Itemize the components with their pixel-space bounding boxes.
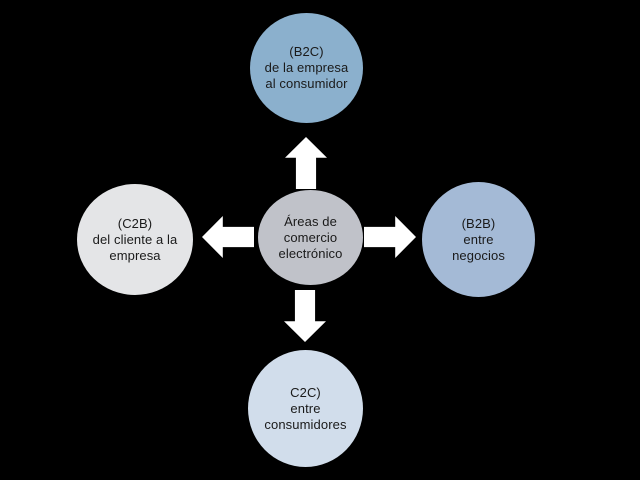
node-b2c-code: (B2C) bbox=[289, 44, 324, 59]
node-c2c-label-line2: entre bbox=[290, 400, 321, 416]
node-c2b-code: (C2B) bbox=[117, 215, 153, 231]
node-c2b-label-line3: empresa bbox=[109, 247, 161, 263]
node-c2c-label-line3: consumidores bbox=[264, 416, 347, 432]
node-b2b-circle: (B2B) entre negocios bbox=[422, 182, 535, 297]
arrow-down-icon bbox=[284, 290, 326, 342]
center-label-line3: electrónico bbox=[278, 245, 343, 261]
node-b2c-label-line3: al consumidor bbox=[265, 76, 348, 91]
node-c2c-code: C2C) bbox=[290, 384, 321, 400]
node-b2b-code: (B2B) bbox=[461, 215, 496, 231]
node-b2c-circle: (B2C) de la empresa al consumidor bbox=[250, 13, 363, 123]
center-label-line1: Áreas de bbox=[284, 213, 337, 229]
arrow-up-icon bbox=[285, 137, 327, 189]
arrow-left-icon bbox=[202, 216, 254, 258]
node-b2b-label-line2: entre bbox=[463, 231, 494, 247]
node-c2b-label-line2: del cliente a la bbox=[92, 231, 178, 247]
arrow-right-icon bbox=[364, 216, 416, 258]
node-b2b-label-line3: negocios bbox=[452, 247, 505, 263]
node-b2c-label-line2: de la empresa bbox=[264, 60, 349, 75]
node-c2c-circle: C2C) entre consumidores bbox=[248, 350, 363, 467]
node-c2b-circle: (C2B) del cliente a la empresa bbox=[77, 184, 193, 295]
node-center-circle: Áreas de comercio electrónico bbox=[258, 190, 363, 285]
center-label-line2: comercio bbox=[283, 229, 338, 245]
